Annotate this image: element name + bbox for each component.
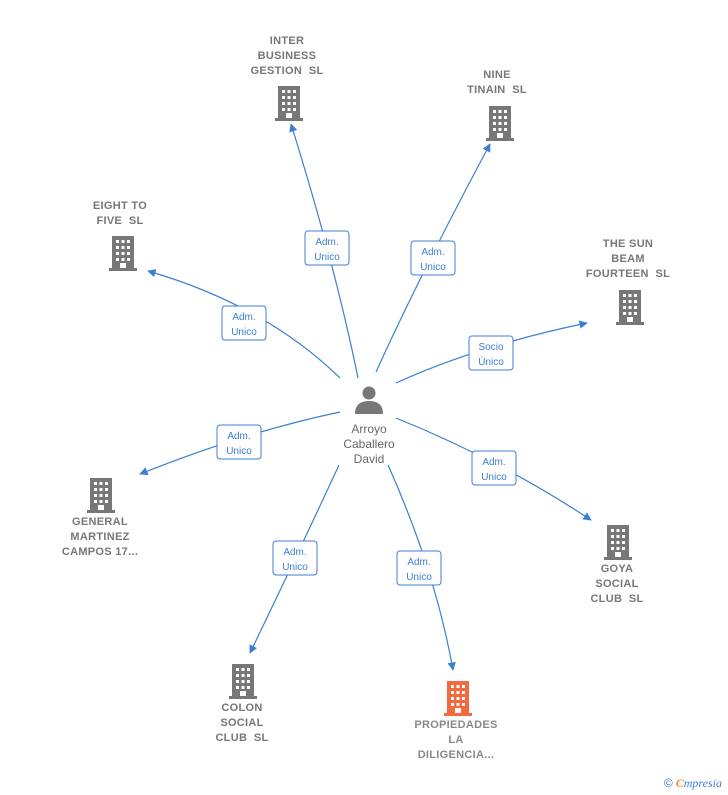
- relation-label-line: Unico: [420, 262, 446, 273]
- building-icon-inter-business[interactable]: [275, 86, 303, 121]
- relation-badge-goya-social[interactable]: Adm. Unico: [471, 450, 517, 486]
- company-label-propiedades[interactable]: PROPIEDADES LA DILIGENCIA...: [396, 718, 516, 763]
- relation-badge-colon-social[interactable]: Adm. Unico: [272, 540, 318, 576]
- company-label-line: FIVE SL: [96, 215, 144, 227]
- company-label-line: PROPIEDADES: [414, 719, 498, 731]
- relation-label-line: Unico: [481, 472, 507, 483]
- company-label-line: CLUB SL: [215, 732, 269, 744]
- company-label-line: CLUB SL: [590, 593, 644, 605]
- building-icon-the-sun-beam[interactable]: [616, 290, 644, 325]
- footer-brand: © Cmpresia: [664, 776, 722, 791]
- company-label-line: EIGHT TO: [92, 200, 148, 212]
- relation-label-line: Adm.: [421, 247, 444, 258]
- company-label-line: INTER: [269, 35, 305, 47]
- building-icon-colon-social[interactable]: [229, 664, 257, 699]
- company-label-the-sun-beam[interactable]: THE SUN BEAM FOURTEEN SL: [568, 237, 688, 282]
- relation-label-line: Adm.: [482, 457, 505, 468]
- company-label-inter-business[interactable]: INTER BUSINESS GESTION SL: [227, 34, 347, 79]
- relation-badge-inter-business[interactable]: Adm. Unico: [304, 230, 350, 266]
- building-icon-goya-social[interactable]: [604, 525, 632, 560]
- relation-badge-general-martinez[interactable]: Adm. Unico: [216, 424, 262, 460]
- company-label-line: GESTION SL: [250, 65, 324, 77]
- icons-layer: [87, 86, 644, 716]
- building-icon-eight-to-five[interactable]: [109, 236, 137, 271]
- relation-label-line: Unico: [314, 252, 340, 263]
- relation-badge-nine-tinain[interactable]: Adm. Unico: [410, 240, 456, 276]
- company-label-line: THE SUN: [602, 238, 654, 250]
- relation-label-line: Unico: [226, 446, 252, 457]
- relation-label-line: Unico: [231, 327, 257, 338]
- person-name-line: Caballero: [343, 437, 395, 451]
- relation-badge-box: [396, 550, 442, 586]
- relation-label-line: Unico: [282, 562, 308, 573]
- relation-label-line: Unico: [406, 572, 432, 583]
- relation-label-line: Adm.: [315, 237, 338, 248]
- company-label-line: CAMPOS 17...: [61, 546, 139, 558]
- company-label-line: MARTINEZ: [70, 531, 130, 543]
- company-label-line: DILIGENCIA...: [417, 749, 495, 761]
- company-label-colon-social[interactable]: COLON SOCIAL CLUB SL: [182, 701, 302, 746]
- relation-label-line: Adm.: [283, 547, 306, 558]
- person-name-line: Arroyo: [351, 422, 387, 436]
- relation-label-line: Adm.: [407, 557, 430, 568]
- company-label-line: BEAM: [611, 253, 645, 265]
- company-label-line: LA: [448, 734, 464, 746]
- relation-badge-box: [216, 424, 262, 460]
- relation-badge-box: [272, 540, 318, 576]
- company-label-line: SOCIAL: [220, 717, 264, 729]
- company-label-line: NINE: [483, 69, 511, 81]
- relation-label-line: Adm.: [227, 431, 250, 442]
- company-label-goya-social[interactable]: GOYA SOCIAL CLUB SL: [557, 562, 677, 607]
- company-label-eight-to-five[interactable]: EIGHT TO FIVE SL: [60, 199, 180, 229]
- relation-label-line: Socio: [478, 342, 503, 353]
- brand-name: mpresia: [683, 776, 722, 790]
- relation-badge-eight-to-five[interactable]: Adm. Unico: [221, 305, 267, 341]
- building-icon-nine-tinain[interactable]: [486, 106, 514, 141]
- company-label-line: GENERAL: [72, 516, 128, 528]
- copyright-symbol: ©: [663, 776, 673, 790]
- person-icon[interactable]: [355, 386, 383, 415]
- company-label-line: FOURTEEN SL: [585, 268, 671, 280]
- relation-badge-box: [468, 335, 514, 371]
- company-label-line: TINAIN SL: [467, 84, 527, 96]
- company-label-line: COLON: [221, 702, 263, 714]
- company-label-line: BUSINESS: [257, 50, 317, 62]
- relation-label-line: Único: [478, 355, 504, 368]
- building-icon-propiedades[interactable]: [444, 681, 472, 716]
- relation-badge-box: [221, 305, 267, 341]
- relation-badge-box: [410, 240, 456, 276]
- company-label-nine-tinain[interactable]: NINE TINAIN SL: [437, 68, 557, 98]
- brand-initial: C: [675, 776, 684, 790]
- company-label-line: SOCIAL: [595, 578, 639, 590]
- building-icon-general-martinez[interactable]: [87, 478, 115, 513]
- relation-badge-box: [471, 450, 517, 486]
- person-name-line: David: [353, 452, 385, 466]
- company-label-general-martinez[interactable]: GENERAL MARTINEZ CAMPOS 17...: [40, 515, 160, 560]
- relation-badge-propiedades[interactable]: Adm. Unico: [396, 550, 442, 586]
- relation-badge-box: [304, 230, 350, 266]
- company-label-line: GOYA: [600, 563, 634, 575]
- relation-label-line: Adm.: [232, 312, 255, 323]
